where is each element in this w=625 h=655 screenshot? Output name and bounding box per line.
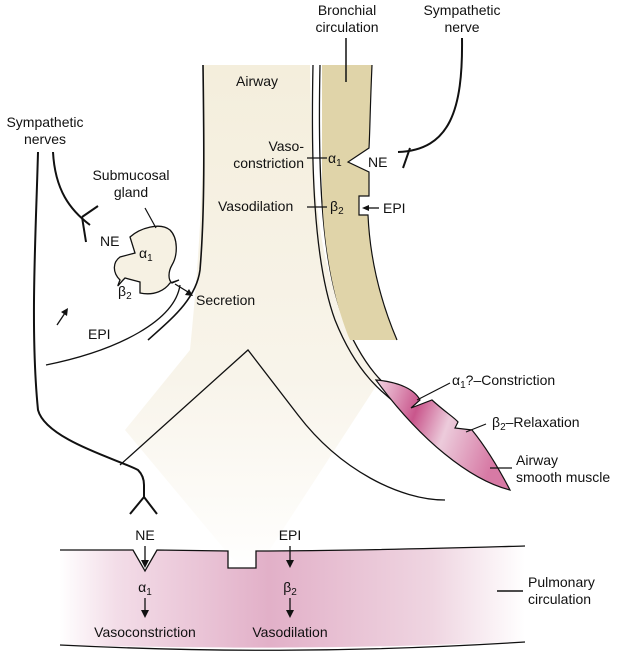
alpha-symbol: α xyxy=(328,150,337,166)
beta2-bronchial-label: β2 xyxy=(330,198,344,217)
secretion-label: Secretion xyxy=(196,292,256,308)
sympathetic-nerve-right xyxy=(397,37,464,153)
ne-gland-label: NE xyxy=(100,233,120,249)
subscript: 1 xyxy=(147,253,153,264)
secretion-arrow xyxy=(185,289,193,296)
subscript: 2 xyxy=(500,422,506,433)
beta-symbol: β xyxy=(330,198,339,214)
nerve-terminal-bottom-left xyxy=(129,496,145,515)
nerve-terminal-bottom-right xyxy=(143,496,158,515)
beta2-relaxation-label: β2–Relaxation xyxy=(492,414,580,433)
pulmonary-top-edge xyxy=(60,545,526,573)
pulmonary-circulation-label: Pulmonary circulation xyxy=(528,574,595,608)
subscript: 1 xyxy=(146,587,152,598)
subscript: 1 xyxy=(336,158,342,169)
vasoconstriction-top-label: Vaso- constriction xyxy=(214,138,304,172)
ne-arrow-bottom xyxy=(141,560,149,568)
bronchial-band-edge xyxy=(346,64,398,341)
airway-right-wall-inner xyxy=(311,64,421,421)
beta-symbol: β xyxy=(283,579,292,595)
beta2-pulmonary-label: β2 xyxy=(270,579,310,598)
sympathetic-nerves-label: Sympathetic nerves xyxy=(0,114,90,148)
beta-symbol: β xyxy=(118,283,127,299)
gland-leader xyxy=(144,207,157,229)
label-line: circulation xyxy=(315,19,379,35)
constriction-text: ?–Constriction xyxy=(465,372,556,388)
submucosal-gland-label: Submucosal gland xyxy=(86,167,176,201)
beta-arrow-bottom xyxy=(286,610,294,618)
label-line: nerves xyxy=(23,131,67,147)
label-line: nerve xyxy=(444,19,480,35)
subscript: 1 xyxy=(460,380,466,391)
pulmonary-vessel xyxy=(60,546,525,648)
label-line: circulation xyxy=(528,591,592,607)
vasoconstriction-bottom-label: Vasoconstriction xyxy=(94,624,196,640)
relaxation-text: –Relaxation xyxy=(505,414,580,430)
bronchial-band xyxy=(322,65,397,340)
epi-arrow-bronchial xyxy=(362,205,369,211)
sympathetic-nerve-left-2 xyxy=(52,151,91,226)
alpha-symbol: α xyxy=(138,579,147,595)
vasodilation-top-label: Vasodilation xyxy=(218,198,294,214)
alpha-symbol: α xyxy=(452,372,461,388)
subscript: 2 xyxy=(126,291,132,302)
epi-pulmonary-label: EPI xyxy=(278,527,302,543)
alpha1-pulmonary-label: α1 xyxy=(125,579,165,598)
beta-symbol: β xyxy=(492,414,501,430)
sympathetic-nerve-label: Sympathetic nerve xyxy=(422,2,502,36)
carina xyxy=(119,349,446,501)
alpha1-gland-label: α1 xyxy=(139,245,153,264)
subscript: 2 xyxy=(291,587,297,598)
label-line: gland xyxy=(113,184,149,200)
label-line: Bronchial xyxy=(317,2,377,18)
alpha-arrow-bottom xyxy=(141,610,149,618)
ne-bronchial-label: NE xyxy=(368,154,388,170)
submucosal-gland xyxy=(113,225,180,295)
subscript: 2 xyxy=(338,206,344,217)
epi-arrow-gland xyxy=(61,308,68,316)
label-line: Submucosal xyxy=(92,167,170,183)
pulmonary-bottom-edge xyxy=(59,641,526,651)
bronchial-circulation-label: Bronchial circulation xyxy=(312,2,382,36)
label-line: Sympathetic xyxy=(423,2,501,18)
sympathetic-nerve-left-1 xyxy=(32,151,145,486)
airway-left-lower-wall xyxy=(45,284,181,366)
alpha1-constriction-label: α1?–Constriction xyxy=(452,372,556,391)
alpha-symbol: α xyxy=(139,245,148,261)
label-line: Vaso- xyxy=(268,138,304,154)
vasodilation-bottom-label: Vasodilation xyxy=(252,624,328,640)
alpha1-bronchial-label: α1 xyxy=(328,150,342,169)
airway-smooth-muscle-label: Airway smooth muscle xyxy=(516,452,610,486)
label-line: Pulmonary xyxy=(528,574,595,590)
beta2-gland-label: β2 xyxy=(118,283,132,302)
epi-gland-label: EPI xyxy=(88,326,111,342)
airway-smooth-muscle xyxy=(374,379,512,491)
constriction-leader xyxy=(416,382,451,401)
ne-pulmonary-label: NE xyxy=(135,527,155,543)
label-line: Airway xyxy=(516,452,559,468)
label-line: constriction xyxy=(233,155,304,171)
nerve-terminal xyxy=(402,147,411,169)
epi-arrow-bottom xyxy=(286,560,294,568)
epi-bronchial-label: EPI xyxy=(383,200,406,216)
airway-left-wall xyxy=(147,64,205,341)
airway-lumen xyxy=(125,65,380,580)
label-line: smooth muscle xyxy=(516,469,611,485)
label-line: Sympathetic xyxy=(6,114,84,130)
airway-label: Airway xyxy=(236,73,279,89)
relaxation-leader xyxy=(465,423,487,433)
